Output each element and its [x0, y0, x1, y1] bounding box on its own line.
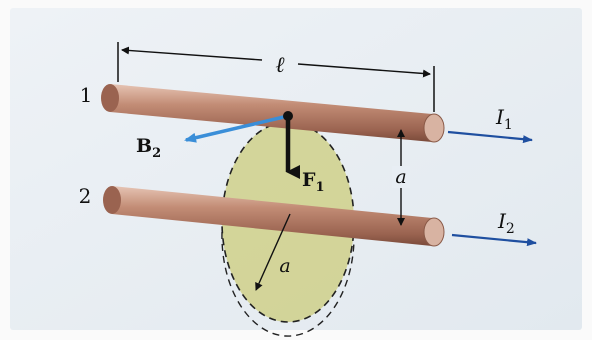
separation-label-bg	[392, 166, 410, 188]
wire-1	[101, 84, 445, 143]
radius-label: a	[279, 255, 290, 277]
current-i1-label: I1	[495, 105, 513, 133]
force-f1-arrow	[283, 111, 300, 179]
field-b2-arrow	[184, 114, 289, 143]
force-f1-letter: F	[302, 169, 316, 191]
current-i1-arrow	[447, 130, 533, 144]
wire-2-number: 2	[79, 184, 92, 208]
force-f1-label: F1	[302, 169, 325, 195]
current-i1-letter: I	[495, 105, 505, 129]
separation-label: a	[395, 166, 406, 188]
field-b2-label: B2	[136, 135, 161, 161]
current-i2-label: I2	[497, 209, 515, 237]
wire-2	[103, 186, 445, 247]
wire-1-number: 1	[80, 83, 93, 107]
current-i1-subscript: 1	[504, 117, 513, 133]
current-i2-letter: I	[497, 209, 507, 233]
field-b2-subscript: 2	[152, 146, 161, 161]
radius-line	[255, 213, 291, 291]
length-dimension	[117, 42, 435, 112]
field-circle-front-edge	[221, 231, 355, 337]
field-b2-letter: B	[136, 135, 152, 157]
length-label: ℓ	[275, 53, 285, 78]
current-i2-subscript: 2	[506, 221, 515, 237]
current-i2-arrow	[451, 233, 537, 247]
force-f1-subscript: 1	[316, 180, 325, 195]
